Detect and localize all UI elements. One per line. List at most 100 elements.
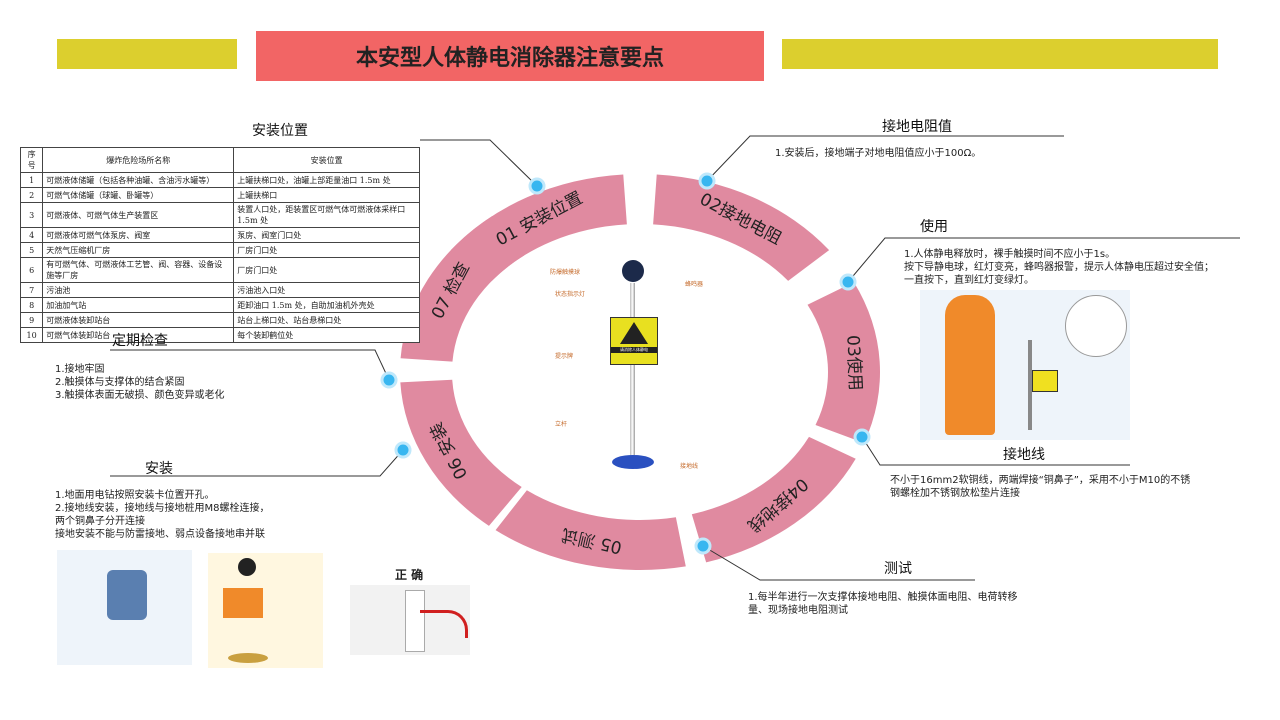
table-cell: 3 <box>19 202 44 228</box>
table-cell: 5 <box>19 242 44 258</box>
inspection-line: 3.触摸体表面无破损、颜色变异或老化 <box>55 390 225 401</box>
pole <box>630 283 635 463</box>
usage-line: 1.人体静电释放时，裸手触摸时间不应小于1s。 <box>904 249 1116 260</box>
test-line: 1.每半年进行一次支撑体接地电阻、触摸体面电阻、电荷转移 <box>748 592 1018 603</box>
th-index: 序号 <box>19 147 44 173</box>
install-line: 1.地面用电钻按照安装卡位置开孔。 <box>55 490 215 501</box>
heading-resistance: 接地电阻值 <box>882 119 952 135</box>
ring-segment-2 <box>653 174 830 281</box>
usage-line: 按下导静电球，红灯变亮，蜂鸣器报警，提示人体静电压超过安全值； <box>904 262 1214 273</box>
connector-dot <box>698 172 716 190</box>
table-cell: 装置人口处，距装置区可燃气体可燃液体采样口 1.5m 处 <box>233 202 420 228</box>
connector-lines <box>110 135 1240 581</box>
table-cell: 10 <box>19 327 44 343</box>
label-sign: 提示牌 <box>555 353 574 360</box>
label-buzzer: 蜂鸣器 <box>685 281 704 288</box>
label-light: 状态指示灯 <box>555 291 586 298</box>
table-cell: 2 <box>19 187 44 203</box>
device-illustration: 请消除人体静电 防爆触摸球 状态指示灯 蜂鸣器 提示牌 立杆 接地线 <box>520 255 740 480</box>
table-cell: 4 <box>19 227 44 243</box>
coiled-wire <box>612 455 654 469</box>
table-cell: 污油池 <box>42 282 235 298</box>
table-cell: 天然气压缩机厂房 <box>42 242 235 258</box>
ring-segment-label: 03使用 <box>842 335 866 392</box>
install-line: 两个铜鼻子分开连接 <box>55 516 145 527</box>
connector-dot <box>853 428 871 446</box>
ground-wire-line: 不小于16mm2软铜线，两端焊接“铜鼻子”，采用不小于M10的不锈 <box>890 475 1191 486</box>
connector-dot <box>528 177 546 195</box>
ring-segment-6 <box>400 379 522 526</box>
correct-label: 正 确 <box>395 568 424 582</box>
ring-segment-1 <box>450 174 627 281</box>
install-line: 2.接地线安装，接地线与接地桩用M8螺栓连接， <box>55 503 270 514</box>
connector-dot <box>380 371 398 389</box>
sign-text: 请消除人体静电 <box>611 347 657 353</box>
table-cell: 可燃液体装卸站台 <box>42 312 235 328</box>
inspection-line: 1.接地牢固 <box>55 364 105 375</box>
table-cell: 厂房门口处 <box>233 257 420 283</box>
label-ball: 防爆触摸球 <box>550 269 581 276</box>
label-pole: 立杆 <box>555 421 568 428</box>
table-cell: 上罐扶梯口 <box>233 187 420 203</box>
page-title: 本安型人体静电消除器注意要点 <box>256 31 764 81</box>
ring-segment-3 <box>807 282 881 443</box>
connector-dot <box>839 273 857 291</box>
decor-bar-left <box>57 39 237 69</box>
heading-install-position: 安装位置 <box>252 123 308 139</box>
ground-wire-line: 钢螺栓加不锈钢放松垫片连接 <box>890 488 1020 499</box>
install-line: 接地安装不能与防雷接地、弱点设备接地串并联 <box>55 529 265 540</box>
table-cell: 厂房门口处 <box>233 242 420 258</box>
table-cell: 每个装卸鹤位处 <box>233 327 420 343</box>
touch-ball <box>622 260 644 282</box>
connector-dot <box>394 441 412 459</box>
th-place: 爆炸危险场所名称 <box>42 147 235 173</box>
heading-install: 安装 <box>145 461 173 477</box>
label-wire: 接地线 <box>680 463 699 470</box>
resistance-text: 1.安装后，接地端子对地电阻值应小于100Ω。 <box>775 148 982 159</box>
usage-illustration <box>920 290 1130 440</box>
table-cell: 距卸油口 1.5m 处，自助加油机外壳处 <box>233 297 420 313</box>
table-cell: 可燃液体储罐（包括各种油罐、含油污水罐等） <box>42 172 235 188</box>
ring-segment-4 <box>691 436 856 563</box>
connector-dot <box>694 537 712 555</box>
drill-illustration <box>57 550 192 665</box>
table-cell: 可燃气体储罐（球罐、卧罐等） <box>42 187 235 203</box>
install-device-illustration <box>208 553 323 668</box>
decor-bar-right <box>782 39 1218 69</box>
table-cell: 1 <box>19 172 44 188</box>
inspection-line: 2.触摸体与支撑体的结合紧固 <box>55 377 185 388</box>
warning-sign: 请消除人体静电 <box>610 317 658 365</box>
table-cell: 可燃液体可燃气体泵房、阀室 <box>42 227 235 243</box>
table-cell: 上罐扶梯口处，油罐上部距量油口 1.5m 处 <box>233 172 420 188</box>
table-cell: 可燃液体、可燃气体生产装置区 <box>42 202 235 228</box>
heading-test: 测试 <box>884 561 912 577</box>
table-cell: 可燃气体装卸站台 <box>42 327 235 343</box>
ring-segment-5 <box>495 490 686 570</box>
table-cell: 6 <box>19 257 44 283</box>
table-cell: 污油池入口处 <box>233 282 420 298</box>
heading-inspection: 定期检查 <box>112 333 168 349</box>
table-cell: 7 <box>19 282 44 298</box>
table-cell: 泵房、阀室门口处 <box>233 227 420 243</box>
heading-ground-wire: 接地线 <box>1003 447 1045 463</box>
table-cell: 加油加气站 <box>42 297 235 313</box>
usage-line: 一直按下，直到红灯变绿灯。 <box>904 275 1034 286</box>
table-cell: 站台上梯口处、站台悬梯口处 <box>233 312 420 328</box>
correct-illustration <box>350 585 470 655</box>
table-cell: 有可燃气体、可燃液体工艺管、阀、容器、设备设施等厂房 <box>42 257 235 283</box>
test-line: 量、现场接地电阻测试 <box>748 605 848 616</box>
th-position: 安装位置 <box>233 147 420 173</box>
heading-usage: 使用 <box>920 219 948 235</box>
